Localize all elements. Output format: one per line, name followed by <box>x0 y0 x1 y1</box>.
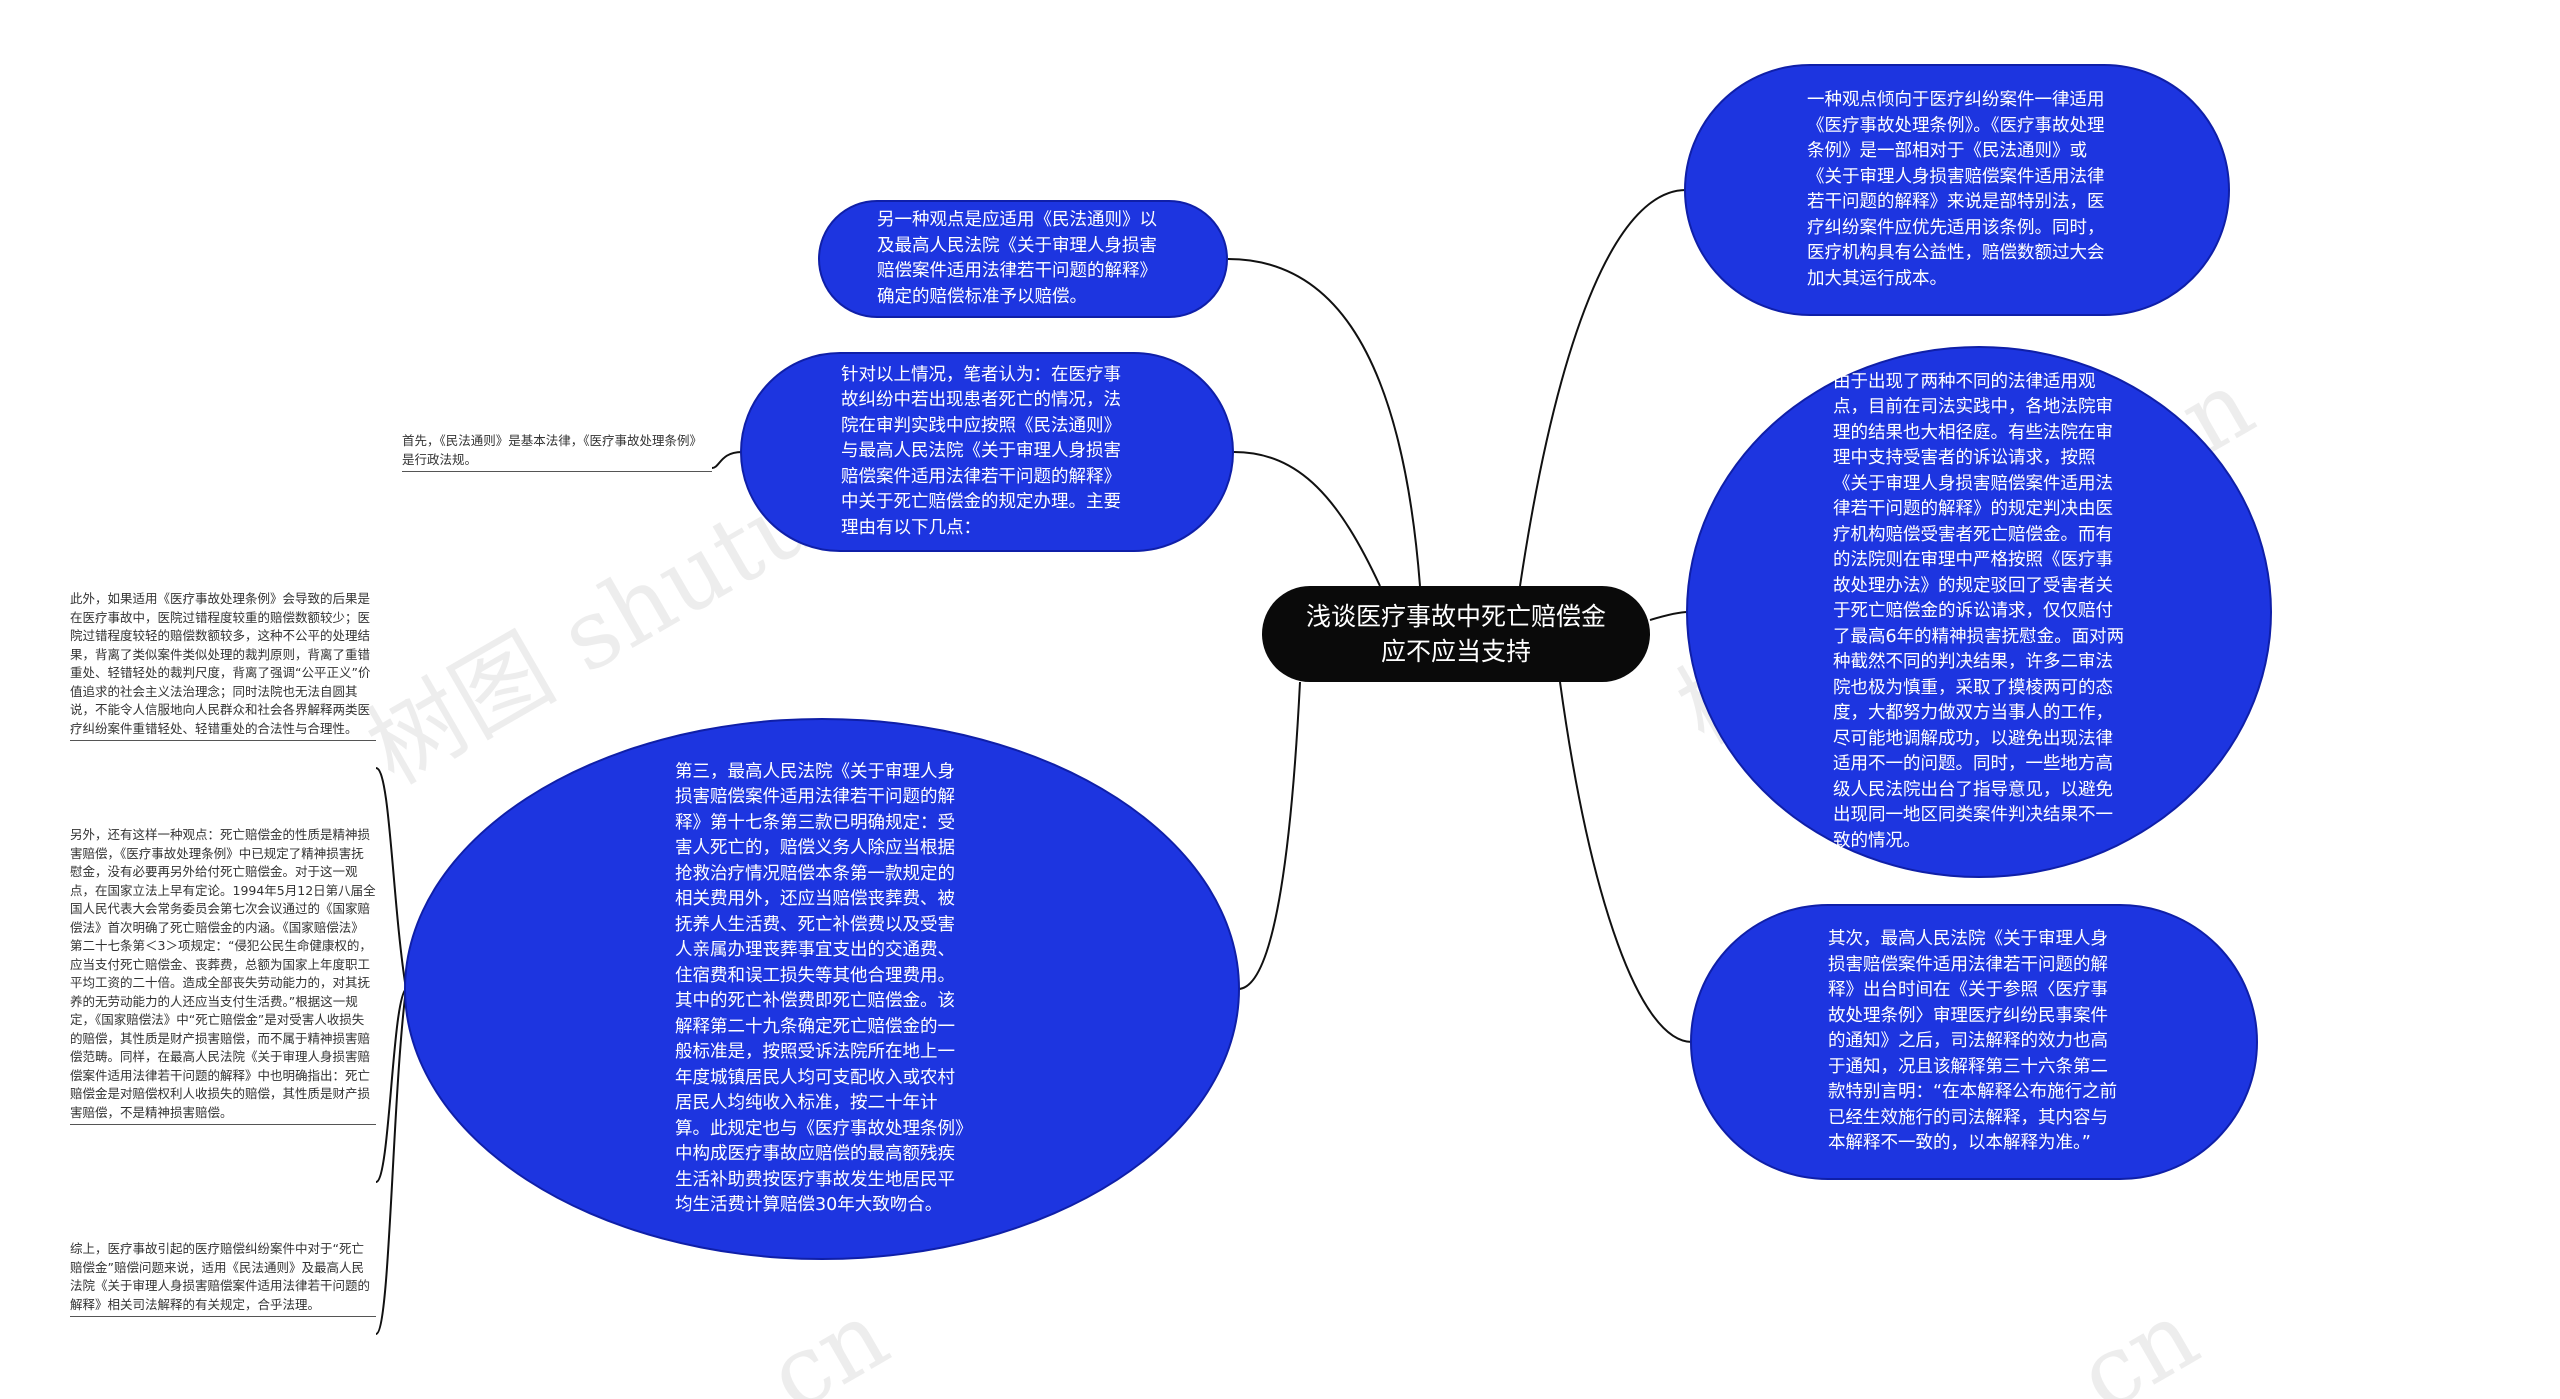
central-topic-label: 浅谈医疗事故中死亡赔偿金应不应当支持 <box>1306 602 1607 666</box>
link-leftbottom-leaf-moreover <box>375 767 407 990</box>
link-leftbottom-leaf-summary <box>375 988 407 1335</box>
branch-text: 一种观点倾向于医疗纠纷案件一律适用《医疗事故处理条例》。《医疗事故处理条例》是一… <box>1807 90 2105 289</box>
branch-text: 由于出现了两种不同的法律适用观点，目前在司法实践中，各地法院审理的结果也大相径庭… <box>1833 371 2125 851</box>
leaf-node-another[interactable]: 另外，还有这样一种观点：死亡赔偿金的性质是精神损害赔偿，《医疗事故处理条例》中已… <box>70 826 376 1125</box>
leaf-node-moreover[interactable]: 此外，如果适用《医疗事故处理条例》会导致的后果是在医疗事故中，医院过错程度较重的… <box>70 590 376 741</box>
link-leftmid-leaf-first <box>711 451 743 469</box>
branch-node-left-mid[interactable]: 针对以上情况，笔者认为：在医疗事故纠纷中若出现患者死亡的情况，法院在审判实践中应… <box>740 352 1234 552</box>
link-leftbottom-leaf-another <box>375 988 407 1183</box>
leaf-node-first[interactable]: 首先，《民法通则》是基本法律，《医疗事故处理条例》是行政法规。 <box>402 432 712 472</box>
branch-node-right-bottom[interactable]: 其次，最高人民法院《关于审理人身损害赔偿案件适用法律若干问题的解释》出台时间在《… <box>1690 904 2258 1180</box>
branch-text: 另一种观点是应适用《民法通则》以及最高人民法院《关于审理人身损害赔偿案件适用法律… <box>877 210 1157 307</box>
branch-node-right-top[interactable]: 一种观点倾向于医疗纠纷案件一律适用《医疗事故处理条例》。《医疗事故处理条例》是一… <box>1684 64 2230 316</box>
link-center-right-bottom <box>1559 681 1693 1043</box>
central-topic[interactable]: 浅谈医疗事故中死亡赔偿金应不应当支持 <box>1262 586 1650 682</box>
link-center-left-top <box>1227 258 1421 587</box>
branch-text: 其次，最高人民法院《关于审理人身损害赔偿案件适用法律若干问题的解释》出台时间在《… <box>1828 929 2118 1154</box>
branch-node-left-top[interactable]: 另一种观点是应适用《民法通则》以及最高人民法院《关于审理人身损害赔偿案件适用法律… <box>818 200 1228 318</box>
branch-node-left-bottom[interactable]: 第三，最高人民法院《关于审理人身损害赔偿案件适用法律若干问题的解释》第十七条第三… <box>404 718 1240 1260</box>
leaf-node-summary[interactable]: 综上，医疗事故引起的医疗赔偿纠纷案件中对于“死亡赔偿金”赔偿问题来说，适用《民法… <box>70 1240 376 1317</box>
link-center-left-mid <box>1233 451 1381 587</box>
branch-text: 第三，最高人民法院《关于审理人身损害赔偿案件适用法律若干问题的解释》第十七条第三… <box>675 761 964 1216</box>
branch-text: 针对以上情况，笔者认为：在医疗事故纠纷中若出现患者死亡的情况，法院在审判实践中应… <box>841 364 1121 538</box>
link-center-right-mid <box>1649 611 1689 621</box>
branch-node-right-mid[interactable]: 由于出现了两种不同的法律适用观点，目前在司法实践中，各地法院审理的结果也大相径庭… <box>1686 346 2272 878</box>
link-center-left-bottom <box>1237 681 1301 990</box>
link-center-right-top <box>1519 189 1687 587</box>
